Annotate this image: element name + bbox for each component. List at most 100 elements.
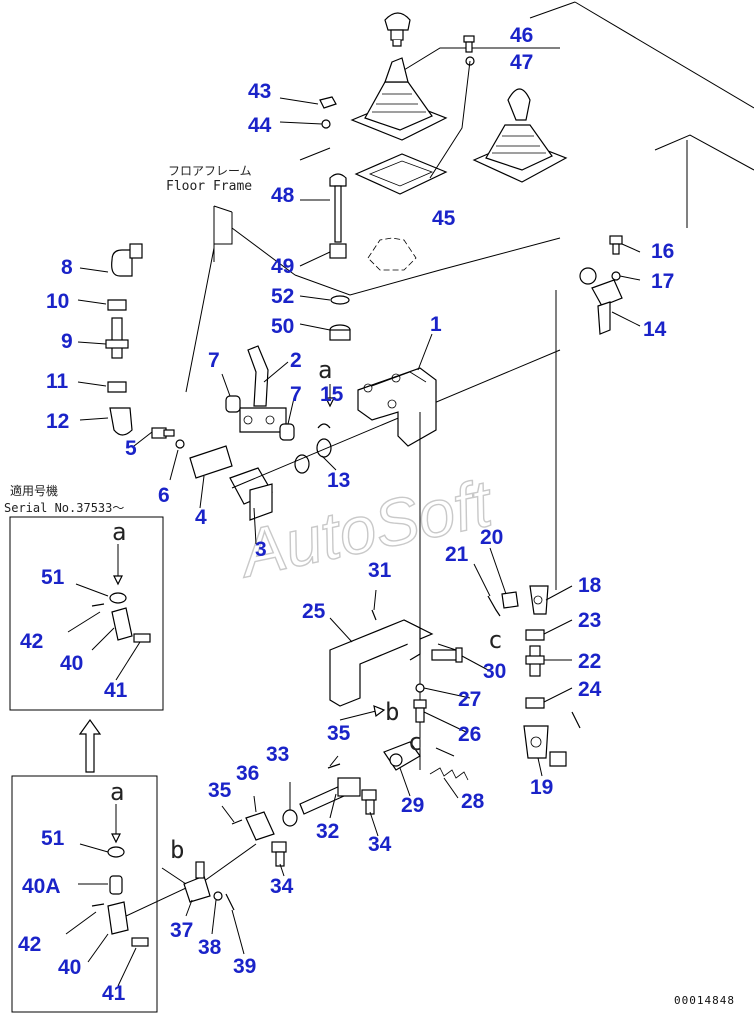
callout-25: 25 [302, 600, 326, 623]
bracket-1 [357, 367, 437, 447]
washer-6 [175, 439, 185, 449]
callout-51-lower: 51 [41, 827, 65, 850]
callout-2: 2 [290, 349, 302, 372]
callout-48: 48 [271, 184, 295, 207]
callout-10: 10 [46, 290, 69, 313]
floor-frame-outline [185, 1, 754, 393]
ball-joint-19 [523, 725, 549, 759]
serial-en: Serial No.37533～ [4, 501, 124, 515]
nut-43 [319, 96, 337, 109]
nut-11 [107, 381, 127, 393]
callout-46: 46 [510, 24, 533, 47]
callout-35b: 35 [208, 779, 232, 802]
callout-42-upper: 42 [20, 630, 43, 653]
callout-41-upper: 41 [104, 679, 128, 702]
callout-47: 47 [510, 51, 533, 74]
callout-34-left: 34 [270, 875, 294, 898]
bushing-13 [294, 438, 332, 474]
nut-10 [107, 299, 127, 311]
nut-23 [525, 629, 545, 641]
callout-45: 45 [432, 207, 456, 230]
seal-plate-45 [354, 153, 448, 195]
callout-13: 13 [327, 469, 350, 492]
callout-35a: 35 [327, 722, 351, 745]
floor-frame-en: Floor Frame [166, 179, 252, 194]
detail-box-upper: a [9, 516, 164, 711]
callout-40-lower: 40 [58, 956, 81, 979]
callout-14: 14 [643, 318, 667, 341]
callout-33: 33 [266, 743, 289, 766]
callout-17: 17 [651, 270, 674, 293]
callout-52: 52 [271, 285, 294, 308]
pin-21 [487, 595, 501, 617]
boot-right [472, 88, 568, 183]
callout-43: 43 [248, 80, 271, 103]
callout-24: 24 [578, 678, 602, 701]
ball-joint-12 [109, 407, 133, 436]
bolt-30 [431, 647, 463, 663]
callout-51-upper: 51 [41, 566, 65, 589]
bracket-3 [229, 467, 273, 521]
callout-37: 37 [170, 919, 193, 942]
callout-27: 27 [458, 688, 481, 711]
callout-28: 28 [461, 790, 485, 813]
callout-50: 50 [271, 315, 294, 338]
pin-15 [317, 423, 331, 429]
callout-19: 19 [530, 776, 553, 799]
callout-7a: 7 [208, 349, 220, 372]
washer-38 [213, 891, 223, 901]
callout-42-lower: 42 [18, 933, 41, 956]
rod-32 [299, 777, 361, 815]
callout-26: 26 [458, 723, 481, 746]
callout-12: 12 [46, 410, 69, 433]
callout-49: 49 [271, 255, 294, 278]
callout-18: 18 [578, 574, 602, 597]
bushing-7-right [279, 423, 295, 441]
shaft-4 [189, 445, 233, 479]
washer-17 [611, 271, 621, 281]
link-line [199, 843, 257, 885]
washer-44 [321, 119, 331, 129]
control-lever-2 [239, 345, 287, 433]
callout-30: 30 [483, 660, 506, 683]
bolt-26 [413, 699, 427, 723]
bolt-34-left [271, 841, 287, 867]
callout-40A: 40A [22, 875, 61, 898]
floor-frame-jp: フロアフレーム [168, 164, 252, 178]
nut-49 [329, 243, 347, 259]
washer-52 [330, 295, 350, 305]
ref-b-right: b [385, 698, 399, 726]
lever-14 [579, 267, 623, 335]
small-plate [367, 237, 417, 271]
bolt-5 [151, 427, 175, 439]
callout-21: 21 [445, 543, 469, 566]
callout-44: 44 [248, 114, 272, 137]
callout-40-upper: 40 [60, 652, 83, 675]
callout-7b: 7 [290, 383, 302, 406]
callout-41-lower: 41 [102, 982, 126, 1005]
nut-right [549, 751, 567, 767]
lever-shaft-line [231, 349, 561, 489]
leader-lines [65, 60, 641, 987]
bolt-46 [463, 35, 475, 53]
callout-3: 3 [255, 538, 267, 561]
nut-33 [282, 809, 298, 827]
pin-35-right [327, 763, 341, 769]
callout-23: 23 [578, 609, 601, 632]
ref-a-main: a [318, 356, 332, 384]
bolt-34-right [361, 789, 377, 815]
serial-jp: 適用号機 [10, 483, 58, 498]
callout-22: 22 [578, 650, 601, 673]
rod-9 [105, 317, 129, 359]
callout-1: 1 [430, 313, 442, 336]
callout-20: 20 [480, 526, 503, 549]
plate-37 [183, 861, 211, 903]
callout-5: 5 [125, 437, 137, 460]
callouts: 46 47 43 44 48 45 49 52 50 1 8 10 9 11 1… [18, 24, 674, 1005]
detail-box-lower: a [11, 775, 187, 1013]
callout-31: 31 [368, 559, 392, 582]
callout-34-right: 34 [368, 833, 392, 856]
callout-15: 15 [320, 383, 344, 406]
ref-b-left: b [170, 836, 184, 864]
